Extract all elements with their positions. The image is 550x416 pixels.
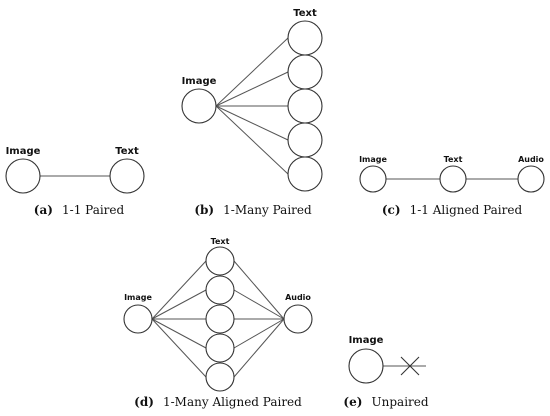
panel-d-caption: (d) 1-Many Aligned Paired (134, 391, 302, 410)
panel-b-text-node-1 (287, 20, 323, 56)
panel-d-edge-image-2 (151, 289, 207, 320)
panel-d-audio-label: Audio (285, 293, 311, 302)
panel-c-caption-letter: (c) (382, 203, 401, 217)
panel-d-text-node-1 (205, 246, 235, 276)
panel-d-edge-audio-1 (233, 260, 285, 320)
panel-e-image-label: Image (349, 335, 384, 346)
panel-d: Image Text Audio (d) 1-Many Aligned Pair… (123, 237, 313, 410)
panel-d-text-node-5 (205, 362, 235, 392)
panel-c-image-node (359, 165, 387, 193)
panel-d-audio-node (283, 304, 313, 334)
panel-b-image-label: Image (182, 76, 217, 87)
panel-b-text-label: Text (293, 8, 317, 19)
panel-b-text-node-3 (287, 88, 323, 124)
panel-d-edge-audio-2 (233, 289, 285, 320)
panel-a-text-node (109, 158, 145, 194)
panel-b-text-node-4 (287, 122, 323, 158)
panel-b-text-node-5 (287, 156, 323, 192)
panel-c-text-node (439, 165, 467, 193)
panel-b-edge-1 (215, 37, 289, 107)
panel-d-edge-image-5 (151, 318, 207, 378)
panel-b-edge-5 (215, 105, 289, 175)
panel-b-edge-4 (215, 105, 289, 141)
panel-a-image-label: Image (6, 146, 41, 157)
panel-e-caption: (e) Unpaired (343, 391, 428, 410)
panel-d-text-label: Text (211, 237, 230, 246)
panel-d-text-node-2 (205, 275, 235, 305)
panel-c-caption-text: 1-1 Aligned Paired (410, 203, 523, 217)
panel-b-edge-2 (215, 71, 289, 107)
panel-c-text-label: Text (444, 155, 463, 164)
panel-c-image-label: Image (359, 155, 387, 164)
panel-d-image-label: Image (124, 293, 152, 302)
panel-d-text-node-3 (205, 304, 235, 334)
panel-a-caption-letter: (a) (34, 203, 53, 217)
panel-c: Image Text Audio (c) 1-1 Aligned Paired (359, 155, 545, 218)
panel-a-image-node (5, 158, 41, 194)
panel-d-edge-audio-4 (233, 318, 285, 349)
panel-a-text-label: Text (115, 146, 139, 157)
panel-d-caption-letter: (d) (134, 395, 154, 409)
panel-e: Image (e) Unpaired (343, 335, 428, 410)
panel-a-caption-text: 1-1 Paired (62, 203, 125, 217)
panel-b-text-node-2 (287, 54, 323, 90)
panel-e-caption-text: Unpaired (372, 395, 429, 409)
panel-b-caption-letter: (b) (194, 203, 214, 217)
panel-d-image-node (123, 304, 153, 334)
panel-b-image-node (181, 88, 217, 124)
panel-d-text-node-4 (205, 333, 235, 363)
panel-d-edge-image-1 (151, 260, 207, 320)
panel-c-caption: (c) 1-1 Aligned Paired (382, 199, 523, 218)
panel-b: Image Text (b) 1-Many Paired (181, 8, 323, 218)
panel-d-edge-image-4 (151, 318, 207, 349)
panel-b-caption-text: 1-Many Paired (223, 203, 312, 217)
panel-b-caption: (b) 1-Many Paired (194, 199, 312, 218)
panel-d-edge-audio-5 (233, 318, 285, 378)
panel-d-caption-text: 1-Many Aligned Paired (163, 395, 302, 409)
panel-a-caption: (a) 1-1 Paired (34, 199, 125, 218)
panel-c-audio-label: Audio (518, 155, 544, 164)
panel-e-cross-icon (400, 356, 420, 376)
panel-c-audio-node (517, 165, 545, 193)
panel-a: Image Text (a) 1-1 Paired (5, 146, 145, 218)
panel-e-caption-letter: (e) (343, 395, 362, 409)
panel-e-image-node (348, 348, 384, 384)
